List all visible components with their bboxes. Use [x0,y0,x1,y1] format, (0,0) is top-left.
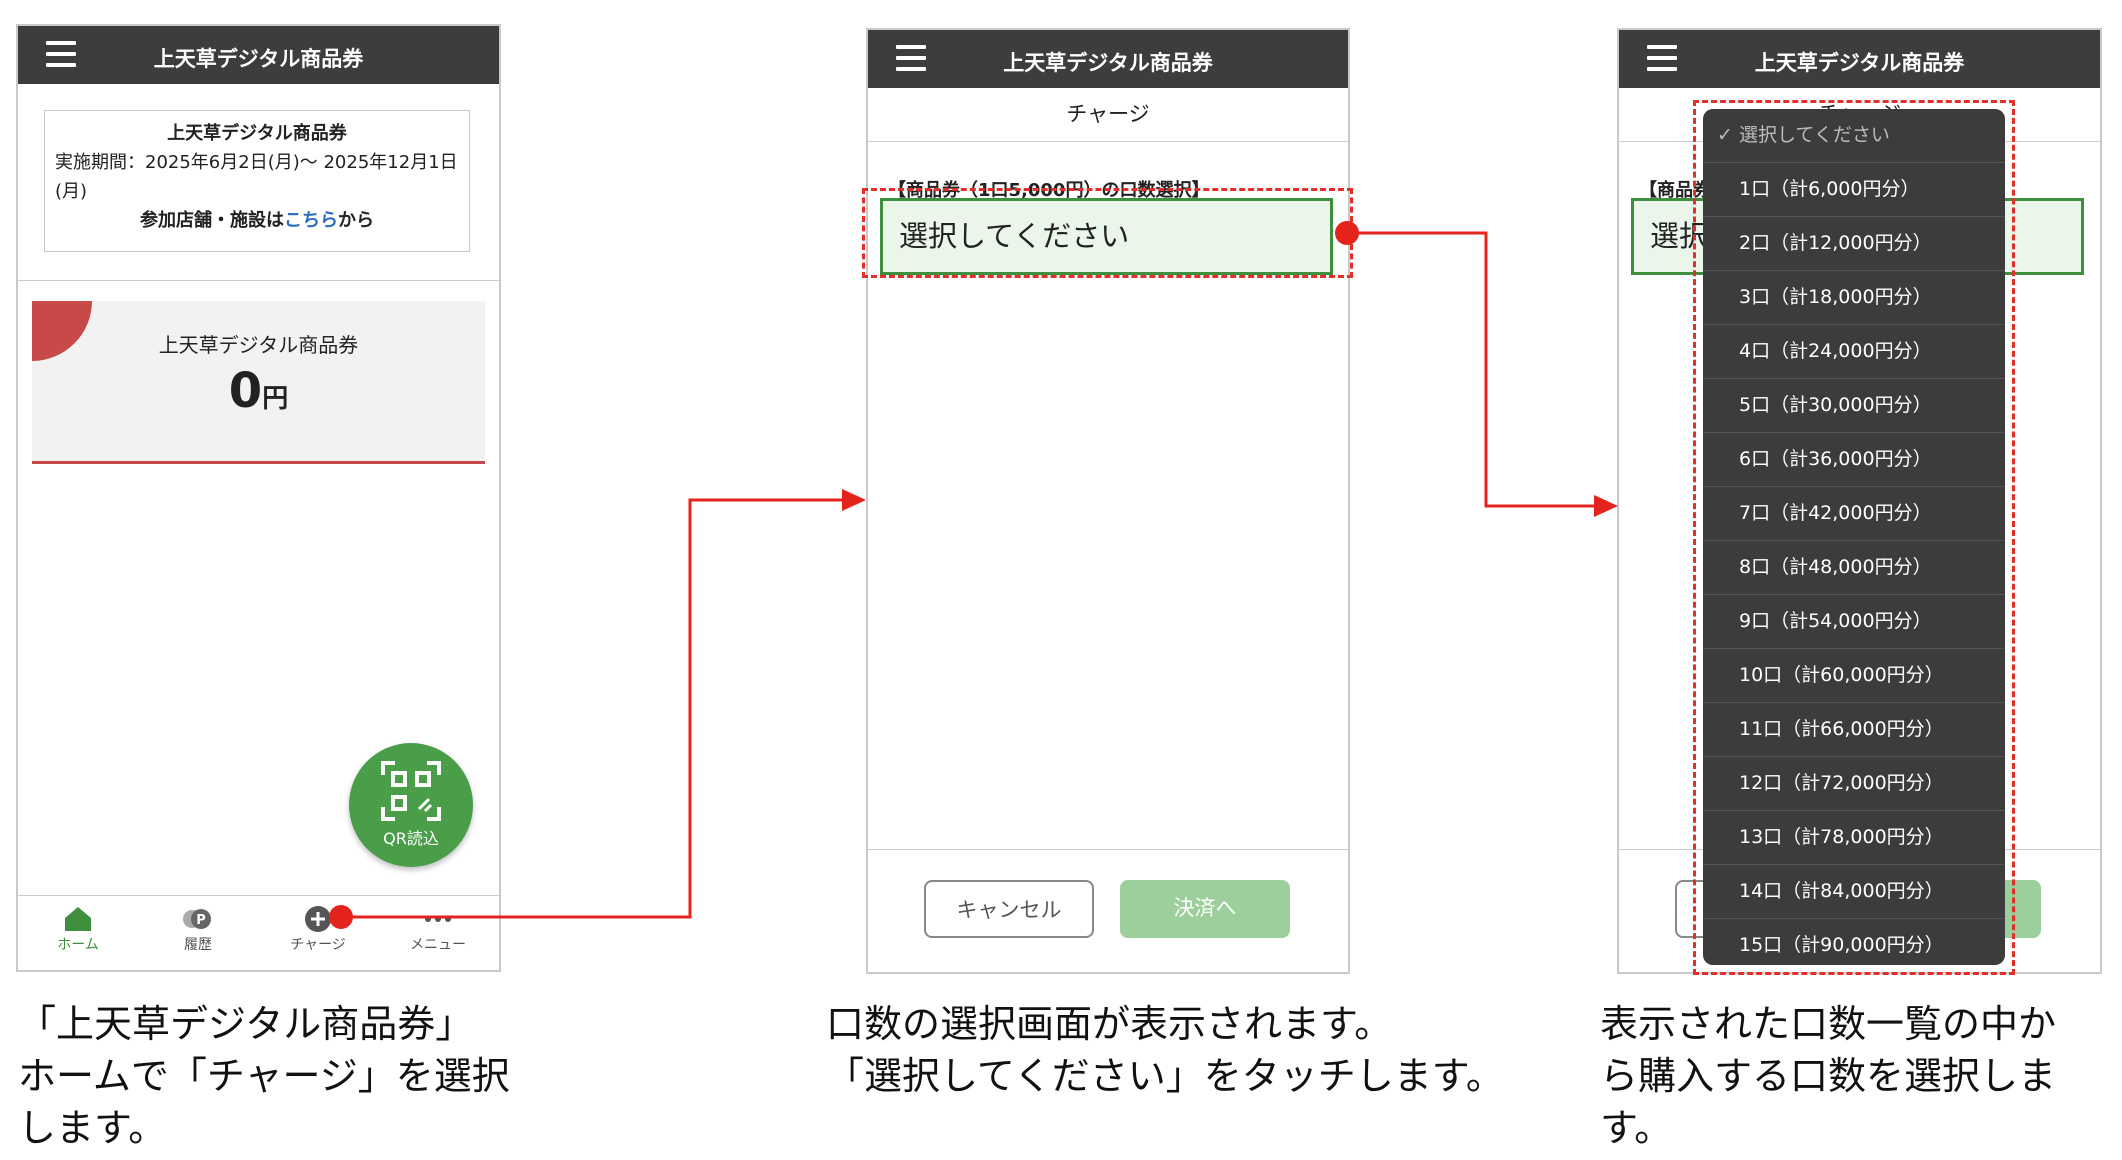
stores-link[interactable]: こちら [284,210,338,231]
caption-line: します。 [18,1106,167,1150]
caption-step-2: 口数の選択画面が表示されます。 「選択してください」をタッチします。 [826,998,1504,1102]
caption-step-1: 「上天草デジタル商品券」 ホームで「チャージ」を選択 します。 [18,998,510,1154]
home-screen: 上天草デジタル商品券 上天草デジタル商品券 実施期間：2025年6月2日(月)～… [16,24,501,972]
dropdown-option[interactable]: 10口（計60,000円分） [1703,649,2005,703]
bottom-nav: ホーム P 履歴 チャージ メニュー [18,895,499,970]
dropdown-option[interactable]: 5口（計30,000円分） [1703,379,2005,433]
app-title: 上天草デジタル商品券 [153,47,364,71]
caption-line: ホームで「チャージ」を選択 [18,1054,510,1098]
nav-history[interactable]: P 履歴 [138,904,258,954]
stores-text-suffix: から [338,210,374,231]
dropdown-option[interactable]: 14口（計84,000円分） [1703,865,2005,919]
qr-scan-label: QR読込 [383,829,439,848]
svg-text:P: P [196,913,206,928]
qr-code-icon [381,761,441,821]
arrow-start-dot [329,905,353,929]
caption-line: 「上天草デジタル商品券」 [18,1002,474,1046]
card-name: 上天草デジタル商品券 [158,333,359,357]
dropdown-option[interactable]: 1口（計6,000円分） [1703,163,2005,217]
campaign-info-box: 上天草デジタル商品券 実施期間：2025年6月2日(月)～ 2025年12月1日… [44,110,470,252]
arrow-start-dot [1335,221,1359,245]
proceed-to-payment-button[interactable]: 決済へ [1120,880,1290,938]
caption-step-3: 表示された口数一覧の中か ら購入する口数を選択します。 [1600,998,2122,1154]
hamburger-menu-icon[interactable] [46,41,76,67]
quantity-select[interactable]: 選択してください [880,198,1333,275]
dropdown-option[interactable]: 8口（計48,000円分） [1703,541,2005,595]
balance-card[interactable]: 上天草デジタル商品券 0円 [32,301,485,464]
dropdown-option[interactable]: 15口（計90,000円分） [1703,919,2005,965]
app-title: 上天草デジタル商品券 [1754,51,1965,75]
nav-charge[interactable]: チャージ [258,904,378,954]
app-header: 上天草デジタル商品券 [868,30,1348,88]
nav-home[interactable]: ホーム [18,904,138,954]
balance-value: 0 [228,363,263,419]
nav-menu-label: メニュー [410,937,466,953]
dropdown-option[interactable]: 6口（計36,000円分） [1703,433,2005,487]
dropdown-option[interactable]: 13口（計78,000円分） [1703,811,2005,865]
balance-amount: 0円 [32,363,485,419]
dropdown-option[interactable]: 12口（計72,000円分） [1703,757,2005,811]
caption-line: ら購入する口数を選択します。 [1600,1054,2057,1150]
dropdown-option[interactable]: 7口（計42,000円分） [1703,487,2005,541]
cancel-button[interactable]: キャンセル [924,880,1094,938]
divider [18,280,499,281]
points-icon: P [183,909,211,929]
more-dots-icon [425,916,451,922]
home-icon [65,907,91,931]
app-header: 上天草デジタル商品券 [1619,30,2100,88]
app-title: 上天草デジタル商品券 [1003,51,1213,75]
campaign-title: 上天草デジタル商品券 [167,123,347,144]
participating-stores-line: 参加店舗・施設はこちらから [55,206,459,235]
campaign-period: 実施期間：2025年6月2日(月)～ 2025年12月1日(月) [55,152,458,202]
dropdown-option[interactable]: 4口（計24,000円分） [1703,325,2005,379]
plus-circle-icon [305,906,331,932]
dropdown-option[interactable]: 3口（計18,000円分） [1703,271,2005,325]
nav-home-label: ホーム [57,937,99,953]
caption-line: 口数の選択画面が表示されます。 [826,1002,1393,1046]
balance-unit: 円 [262,384,289,414]
hamburger-menu-icon[interactable] [1647,45,1677,71]
highlight-select-box [862,188,1353,278]
dropdown-option[interactable]: 11口（計66,000円分） [1703,703,2005,757]
dropdown-option-placeholder[interactable]: ✓ 選択してください [1703,109,2005,163]
dropdown-option[interactable]: 2口（計12,000円分） [1703,217,2005,271]
dropdown-option[interactable]: 9口（計54,000円分） [1703,595,2005,649]
qr-scan-button[interactable]: QR読込 [349,743,473,867]
app-header: 上天草デジタル商品券 [18,26,499,84]
page-title: チャージ [868,88,1348,142]
nav-charge-label: チャージ [290,937,346,953]
caption-line: 「選択してください」をタッチします。 [826,1054,1504,1098]
highlight-dropdown [1693,100,2015,975]
charge-screen: 上天草デジタル商品券 チャージ 【商品券（1口5,000円）の口数選択】 選択し… [866,28,1350,974]
action-footer: キャンセル 決済へ [868,849,1348,972]
hamburger-menu-icon[interactable] [896,45,926,71]
nav-history-label: 履歴 [184,937,212,953]
caption-line: 表示された口数一覧の中か [1600,1002,2057,1046]
stores-text: 参加店舗・施設は [140,210,284,231]
nav-menu[interactable]: メニュー [378,904,498,954]
